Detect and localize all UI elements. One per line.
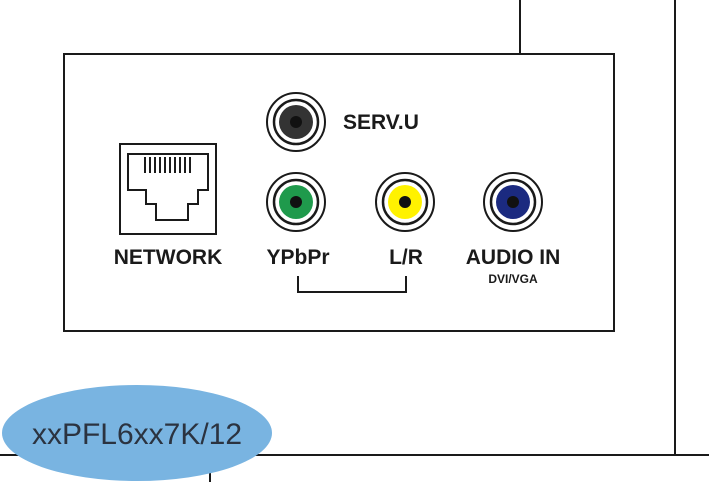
ypbpr-jack-icon <box>266 172 326 232</box>
lr-label: L/R <box>389 246 423 269</box>
ypbpr-label: YPbPr <box>266 246 329 269</box>
model-badge-text: xxPFL6xx7K/12 <box>32 418 242 451</box>
audio-in-label: AUDIO IN <box>466 246 561 269</box>
network-label: NETWORK <box>114 246 223 269</box>
serv-u-jack-icon <box>266 92 326 152</box>
model-badge <box>2 385 272 481</box>
audio-in-sublabel: DVI/VGA <box>488 272 538 286</box>
audio-in-jack-icon <box>483 172 543 232</box>
ypbpr-lr-bracket <box>297 276 407 293</box>
network-port-icon <box>119 143 217 235</box>
lr-jack-icon <box>375 172 435 232</box>
serv-u-label: SERV.U <box>343 111 419 134</box>
